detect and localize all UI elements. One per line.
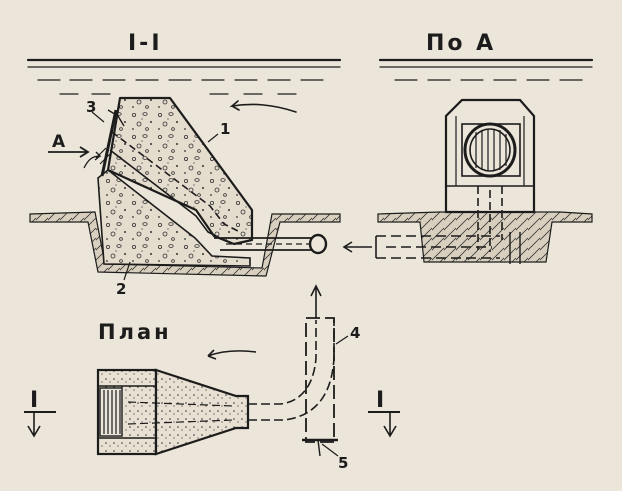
backfill-2 [97,168,251,267]
concrete-head-1 [106,96,254,246]
callout-5: 5 [338,454,349,472]
leader-lines-plan [321,335,349,457]
water-surface-left [26,58,342,95]
cut-label-left: I [30,388,42,413]
plan-title: План [98,320,172,344]
section-pipe [214,233,328,255]
callout-4: 4 [350,324,361,342]
flow-arrow-top [229,100,297,113]
callout-3: 3 [86,98,97,116]
section-title: I-I [128,31,163,56]
view-a-title: По А [426,31,497,56]
flow-arrow-mid [342,241,372,253]
view-a-ground [377,211,593,263]
plan-view [96,284,338,457]
cut-label-right: I [376,388,388,413]
cut-mark-left [24,411,56,438]
water-surface-right [378,58,594,81]
view-a-structure [375,98,536,264]
callout-2: 2 [116,280,127,298]
arrow-a-label: А [52,132,66,152]
view-arrow-a [48,146,102,169]
cut-mark-right [368,411,400,438]
leader-lines-section [91,111,219,281]
plan-flow-arrow [207,349,257,360]
callout-1: 1 [220,120,231,138]
